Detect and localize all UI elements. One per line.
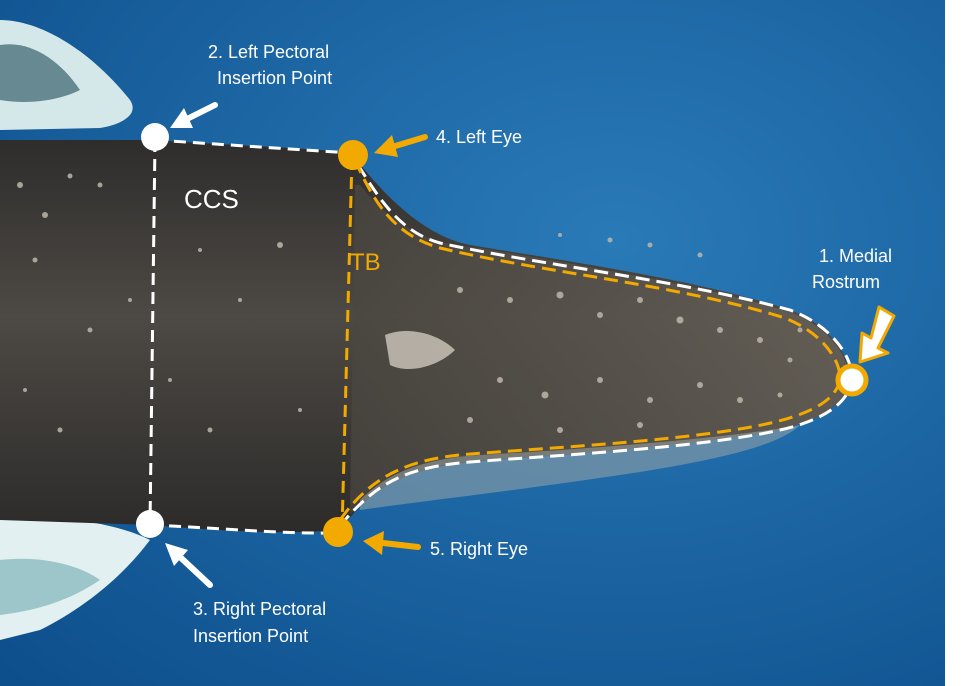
arrow-left-pectoral: [170, 102, 218, 128]
medial-rostrum-label-line2: Rostrum: [812, 272, 880, 292]
left-pectoral-marker: [141, 123, 169, 151]
arrow-left-eye: [374, 134, 428, 157]
blowhole-patch: [385, 330, 455, 370]
tb-line: [340, 157, 354, 531]
fin-shadow-top: [0, 44, 80, 102]
tb-label: TB: [350, 249, 381, 276]
right-eye-label: 5. Right Eye: [430, 539, 528, 559]
left-pectoral-label-line2: Insertion Point: [217, 68, 332, 88]
fin-shadow-bottom: [0, 558, 100, 615]
right-eye-marker: [323, 517, 353, 547]
left-eye-marker: [338, 140, 368, 170]
medial-rostrum-label-line1: 1. Medial: [819, 246, 892, 266]
left-eye-label: 4. Left Eye: [436, 127, 522, 147]
arrow-right-pectoral: [165, 543, 213, 588]
arrow-right-eye: [363, 531, 421, 555]
lower-jaw: [360, 425, 800, 510]
whale-photo: 2. Left Pectoral Insertion Point 4. Left…: [0, 0, 945, 686]
right-pectoral-marker: [136, 510, 164, 538]
left-pectoral-label-line1: 2. Left Pectoral: [208, 42, 329, 62]
head-outline-yellow: [338, 159, 842, 521]
ccs-label: CCS: [184, 184, 239, 214]
ccs-bottom-line: [149, 523, 339, 535]
arrow-medial-rostrum: [858, 305, 896, 364]
photo-frame: 2. Left Pectoral Insertion Point 4. Left…: [0, 0, 945, 686]
right-pectoral-label-line2: Insertion Point: [193, 626, 308, 646]
right-pectoral-label-line1: 3. Right Pectoral: [193, 599, 326, 619]
ccs-top-line: [154, 138, 351, 155]
ccs-left-line: [148, 139, 157, 526]
tubercles: [17, 173, 803, 433]
medial-rostrum-marker: [835, 363, 869, 397]
